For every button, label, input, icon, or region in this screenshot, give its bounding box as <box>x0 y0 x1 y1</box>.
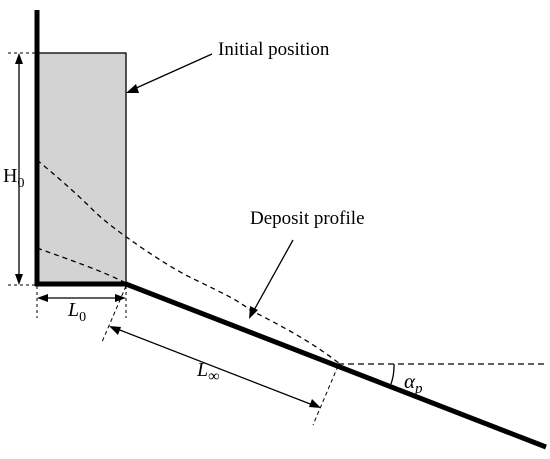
initial-position-label: Initial position <box>218 39 330 60</box>
runout-extension-start <box>101 285 127 343</box>
height-arrowhead-bottom <box>15 274 23 285</box>
runout-symbol: L <box>196 359 208 381</box>
inclined-slope <box>125 281 547 450</box>
length-label: L0 <box>67 299 86 325</box>
runout-dimension-line <box>111 326 319 408</box>
initial-position-arrowhead <box>126 84 139 93</box>
initial-position-pointer <box>133 53 213 90</box>
initial-column <box>36 52 127 285</box>
runout-arrowhead-end <box>309 399 321 408</box>
slope-angle-arc <box>390 363 395 385</box>
deposit-profile-arrowhead <box>249 306 258 319</box>
angle-symbol: α <box>404 369 416 393</box>
length-arrowhead-right <box>115 294 126 302</box>
runout-extension-end <box>312 365 339 426</box>
height-symbol: H <box>3 165 17 187</box>
length-symbol: L <box>67 299 79 321</box>
runout-arrowhead-start <box>109 326 121 335</box>
runout-label: L∞ <box>196 359 220 385</box>
deposit-profile-lower-curve <box>36 247 127 284</box>
deposit-profile-label: Deposit profile <box>250 208 365 229</box>
length-arrowhead-left <box>37 294 48 302</box>
deposit-profile-pointer <box>252 239 294 313</box>
height-subscript: 0 <box>17 176 24 191</box>
length-subscript: 0 <box>79 310 86 325</box>
runout-subscript: ∞ <box>208 368 219 385</box>
height-label: H0 <box>3 165 24 191</box>
slope-angle-label: αp <box>404 369 423 397</box>
height-arrowhead-top <box>15 53 23 64</box>
deposit-profile-upper-curve <box>36 159 341 365</box>
angle-subscript: p <box>414 381 423 397</box>
